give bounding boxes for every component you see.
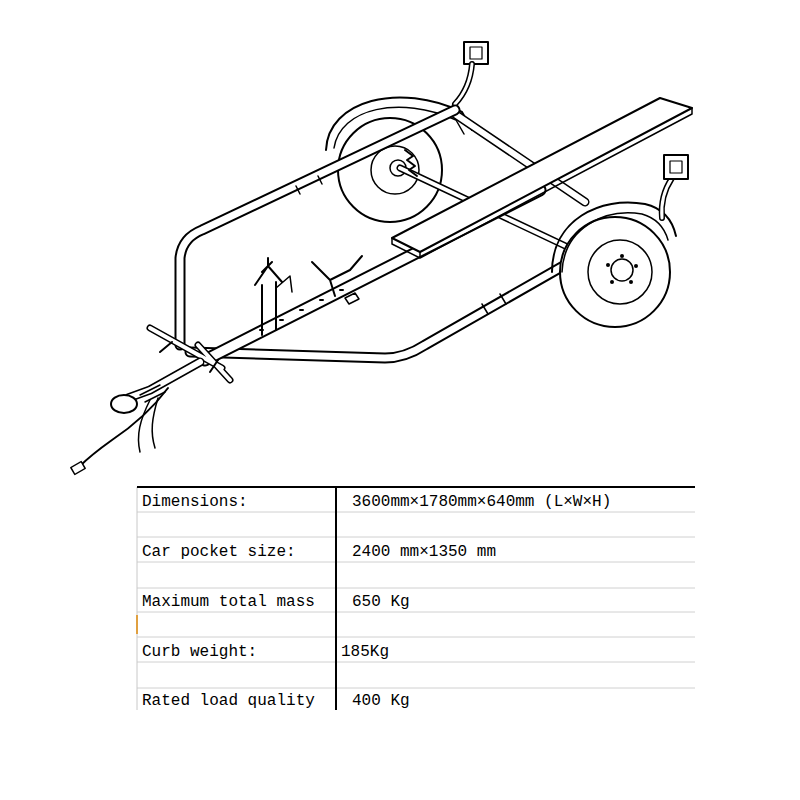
- table-value: 650 Kg: [352, 593, 410, 611]
- table-value: 185Kg: [341, 643, 389, 661]
- table-key: Maximum total mass: [142, 593, 315, 611]
- light-bracket: [662, 178, 672, 218]
- winch-post: [262, 282, 276, 335]
- table-key: Dimensions:: [142, 493, 248, 511]
- grid-line: [137, 512, 695, 688]
- spec-table-grid: [137, 487, 695, 710]
- spring: [405, 150, 417, 176]
- fender: [562, 213, 668, 272]
- winch: [255, 258, 282, 285]
- table-key: Curb weight:: [142, 643, 257, 661]
- table-key: Car pocket size:: [142, 543, 296, 561]
- tail-light: [464, 42, 488, 64]
- safety-chain: [138, 398, 158, 452]
- wheel-rim: [588, 240, 652, 304]
- wheel-bolt: [629, 280, 633, 284]
- cell-cursor: [136, 615, 138, 634]
- wheel-hub: [611, 259, 633, 281]
- wheel-bolt: [606, 263, 610, 267]
- table-value: 400 Kg: [352, 692, 410, 710]
- winch-pad: [276, 276, 292, 292]
- tail-light: [670, 161, 682, 173]
- table-border: [137, 486, 695, 488]
- table-value: 3600mm×1780mm×640mm (L×W×H): [352, 493, 611, 511]
- tail-light: [664, 155, 688, 179]
- coupler-ball: [111, 395, 137, 413]
- wheel-bolt: [610, 280, 614, 284]
- bow-stop: [312, 256, 362, 296]
- light-bracket: [455, 64, 472, 104]
- tube-joint: [482, 294, 506, 314]
- table-value: 2400 mm×1350 mm: [352, 543, 496, 561]
- clamp: [345, 293, 359, 304]
- wheel: [338, 118, 442, 222]
- light-bracket: [662, 178, 672, 218]
- tube-joint: [296, 176, 322, 194]
- wire: [80, 388, 168, 466]
- light-bracket: [455, 64, 472, 104]
- trailer-drawing: [71, 42, 692, 474]
- table-border: [335, 487, 337, 710]
- wheel-bolt: [634, 264, 638, 268]
- tail-light: [470, 47, 482, 59]
- beam-holes: [260, 290, 343, 330]
- fender: [552, 202, 676, 272]
- wheel-bolt: [620, 254, 624, 258]
- plug: [71, 462, 85, 475]
- table-key: Rated load quality: [142, 692, 315, 710]
- grid-line: [137, 487, 138, 710]
- coupler: [140, 385, 165, 402]
